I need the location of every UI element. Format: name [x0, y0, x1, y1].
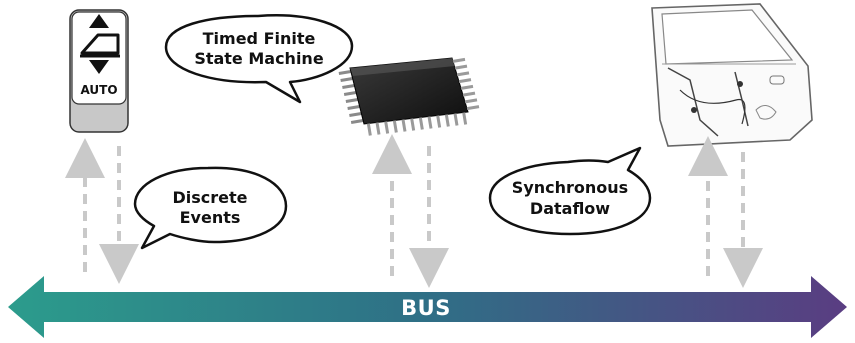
chip-pin: [343, 91, 357, 96]
arrow-down-icon: [89, 60, 109, 74]
bubble-fsm: Timed Finite State Machine: [164, 14, 354, 104]
chip-pin: [349, 112, 362, 117]
bus-arrow: BUS: [8, 276, 847, 338]
window-glass-icon: [80, 33, 120, 58]
window-switch-icon: AUTO: [69, 9, 129, 133]
arrow-up-icon: [89, 14, 109, 28]
bus-label: BUS: [401, 296, 451, 320]
bubble-discrete: Discrete Events: [133, 166, 288, 250]
chip-pin: [462, 91, 476, 97]
bubble-dataflow-line1: Synchronous: [512, 178, 628, 197]
microchip-icon: [338, 57, 480, 136]
chip-pin: [384, 121, 390, 134]
chip-pin: [454, 64, 468, 70]
chip-pin: [460, 84, 474, 90]
chip-pin: [340, 77, 353, 82]
chip-pin: [418, 117, 424, 130]
chip-pin: [466, 105, 480, 111]
chip-pin: [392, 120, 398, 133]
chip-pin: [347, 105, 360, 110]
chip-pin: [427, 116, 433, 129]
chip-pin: [456, 71, 470, 77]
car-door-icon: [651, 3, 813, 147]
chip-pin: [436, 115, 442, 128]
bubble-discrete-line1: Discrete: [172, 188, 247, 207]
bubble-fsm-line1: Timed Finite: [203, 29, 316, 48]
bubble-fsm-line2: State Machine: [194, 49, 324, 68]
chip-pin: [345, 98, 359, 103]
chip-pin: [452, 57, 466, 63]
chip-pin: [350, 119, 364, 124]
chip-pin: [453, 113, 459, 126]
bubble-dataflow: Synchronous Dataflow: [488, 146, 652, 236]
chip-pin: [342, 84, 355, 89]
chip-pin: [458, 78, 472, 84]
chip-pin: [462, 112, 468, 125]
bubble-dataflow-line2: Dataflow: [530, 199, 610, 218]
chip-pin: [410, 118, 416, 131]
chip-pin: [444, 114, 450, 127]
chip-pin: [464, 98, 478, 104]
chip-pin: [338, 70, 352, 75]
bubble-discrete-line2: Events: [180, 208, 241, 227]
chip-pin: [366, 123, 372, 136]
chip-pin: [375, 122, 381, 135]
chip-pin: [401, 119, 407, 132]
auto-label: AUTO: [80, 83, 117, 97]
